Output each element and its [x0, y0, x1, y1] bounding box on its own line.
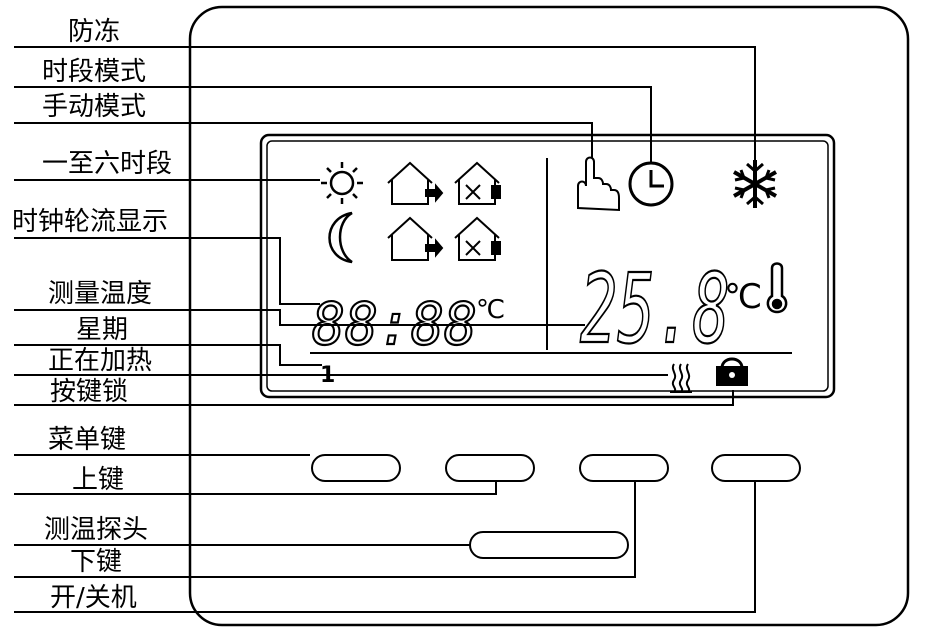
temperature-digits: 25.8: [580, 253, 730, 365]
label-up-key: 上键: [72, 465, 124, 495]
sun-icon: [321, 162, 363, 204]
hand-icon: [577, 156, 620, 212]
lock-icon: [716, 357, 748, 386]
label-power-key: 开/关机: [50, 583, 137, 613]
label-weekday: 星期: [76, 315, 128, 345]
label-period-mode: 时段模式: [42, 57, 146, 87]
heating-icon: [670, 363, 692, 393]
up-button[interactable]: [445, 454, 535, 482]
moon-icon: [328, 211, 353, 264]
label-heating: 正在加热: [48, 346, 152, 376]
leader-lines: [14, 46, 756, 613]
label-measured-temp: 测量温度: [48, 279, 152, 309]
device-body: [188, 5, 910, 627]
label-clock-rotate: 时钟轮流显示: [12, 207, 168, 237]
power-button[interactable]: [711, 454, 801, 482]
house-leave-icon: [387, 161, 444, 205]
snowflake-icon: [733, 160, 777, 208]
clock-icon: [628, 161, 674, 207]
label-key-lock: 按键锁: [50, 377, 128, 407]
label-manual-mode: 手动模式: [42, 92, 146, 122]
thermometer-icon: [766, 262, 788, 314]
label-mon-sat-period: 一至六时段: [42, 149, 172, 179]
label-menu-key: 菜单键: [48, 425, 126, 455]
house-away-icon: [454, 161, 501, 205]
house-away-icon-2: [454, 216, 501, 261]
down-button[interactable]: [579, 454, 669, 482]
label-antifreeze: 防冻: [68, 17, 120, 47]
label-probe: 测温探头: [44, 515, 148, 545]
house-leave-icon-2: [387, 216, 444, 261]
menu-button[interactable]: [311, 454, 401, 482]
lcd-inner-frame: [266, 140, 829, 392]
clock-unit: ℃: [476, 295, 505, 325]
lcd-frame: [259, 133, 836, 399]
temperature-unit: ℃: [724, 277, 762, 317]
label-down-key: 下键: [70, 547, 122, 577]
temperature-probe: [469, 531, 629, 559]
